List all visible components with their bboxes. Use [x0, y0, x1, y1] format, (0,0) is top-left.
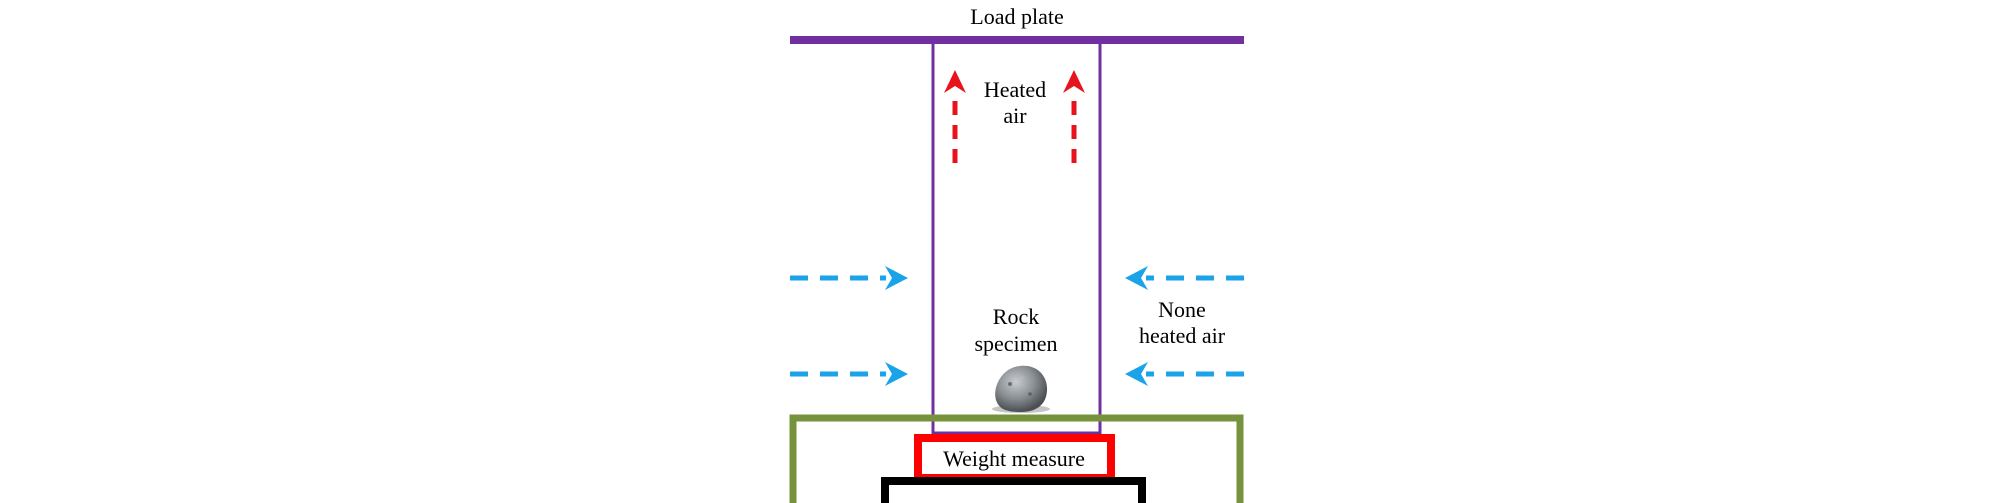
heating-chamber	[931, 38, 1102, 435]
none-heated-air-label-line1: None	[1158, 297, 1206, 322]
cool-air-arrow-right-bottom	[1125, 362, 1244, 386]
rock-specimen-label-line2: specimen	[974, 331, 1057, 356]
weight-measure-label: Weight measure	[943, 446, 1085, 471]
heated-air-label-line1: Heated	[984, 77, 1046, 102]
cool-air-arrow-right-top	[1125, 266, 1244, 290]
none-heated-air-label-line2: heated air	[1139, 323, 1226, 348]
heated-air-arrow-right	[1063, 70, 1085, 163]
heated-air-arrow-left	[944, 70, 966, 163]
scale-base	[881, 477, 1146, 503]
rock-specimen-image	[992, 365, 1050, 413]
cool-air-arrow-left-bottom	[790, 362, 908, 386]
rock-specimen-label-line1: Rock	[993, 304, 1039, 329]
heated-air-label-line2: air	[1003, 103, 1027, 128]
support-frame	[789, 414, 1244, 503]
cool-air-arrow-left-top	[790, 266, 908, 290]
load-plate-label: Load plate	[970, 4, 1063, 29]
